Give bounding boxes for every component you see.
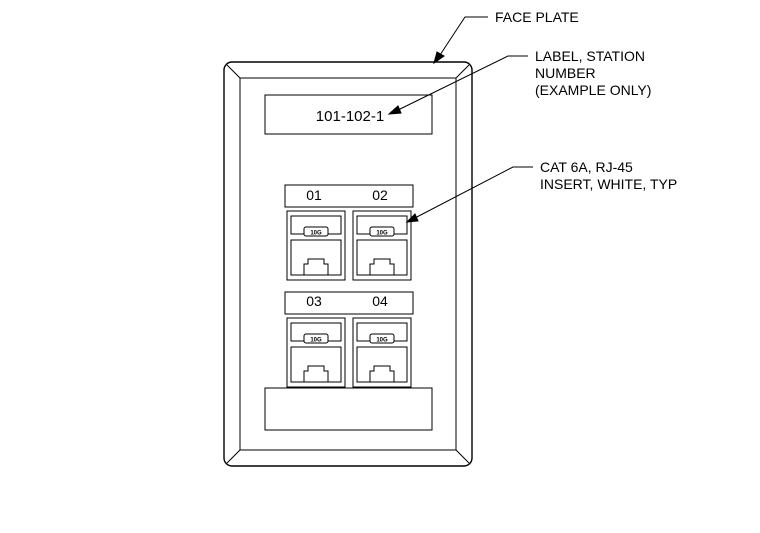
- face-plate-outer: [223, 61, 473, 467]
- rj45-jack-02: 10G: [352, 210, 412, 281]
- jack-badge-text: 10G: [310, 338, 322, 344]
- jack-badge: [303, 226, 329, 237]
- jack-frame: [352, 317, 412, 388]
- jack-frame: [286, 210, 346, 281]
- jack-plug-slot: [303, 258, 329, 275]
- callout-face-plate-text: FACE PLATE: [495, 9, 579, 25]
- jack-plug-slot: [369, 258, 395, 275]
- bevel-corner-tr: [455, 64, 470, 79]
- jack-plug-slot: [303, 365, 329, 382]
- jack-badge-text: 10G: [376, 231, 388, 237]
- callout-insert: CAT 6A, RJ-45 INSERT, WHITE, TYP: [405, 159, 677, 223]
- arrowhead-insert: [405, 213, 419, 223]
- station-label-text: 101-102-1: [316, 108, 384, 125]
- station-label-window: 101-102-1: [264, 94, 433, 135]
- face-plate: [223, 61, 473, 467]
- port-label-strip-bottom: 03 04: [284, 291, 414, 315]
- callout-station-label: LABEL, STATION NUMBER (EXAMPLE ONLY): [387, 48, 651, 115]
- bevel-corner-br: [455, 449, 470, 464]
- leader-line-station-label: [395, 55, 528, 112]
- rj45-jack-04: 10G: [352, 317, 412, 388]
- bevel-corner-bl: [226, 449, 241, 464]
- port-strip-top-box: [284, 184, 414, 208]
- port-number-04: 04: [372, 293, 388, 309]
- jack-port-opening: [356, 346, 408, 383]
- callout-label-line3: (EXAMPLE ONLY): [535, 82, 651, 98]
- port-label-strip-top: 01 02: [284, 184, 414, 208]
- port-strip-bottom-box: [284, 291, 414, 315]
- callout-insert-line1: CAT 6A, RJ-45: [540, 159, 633, 175]
- jack-badge: [303, 333, 329, 344]
- arrowhead-station-label: [387, 105, 402, 115]
- rj45-jack-03: 10G: [286, 317, 346, 388]
- port-number-03: 03: [306, 293, 322, 309]
- jack-badge: [369, 226, 395, 237]
- callout-insert-line2: INSERT, WHITE, TYP: [540, 176, 677, 192]
- leader-line-insert: [412, 166, 533, 220]
- leader-line-face-plate: [437, 16, 488, 59]
- jack-badge: [369, 333, 395, 344]
- jack-plug-slot: [369, 365, 395, 382]
- rj45-jack-01: 10G: [286, 210, 346, 281]
- bevel-corner-tl: [226, 64, 241, 79]
- jack-port-opening: [290, 346, 342, 383]
- callout-label-line1: LABEL, STATION: [535, 48, 645, 64]
- jack-port-opening: [356, 239, 408, 276]
- callout-face-plate: FACE PLATE: [433, 9, 579, 65]
- jack-port-opening: [290, 239, 342, 276]
- jack-badge-text: 10G: [310, 231, 322, 237]
- jack-frame: [286, 317, 346, 388]
- port-number-01: 01: [306, 187, 322, 203]
- face-plate-inner: [239, 77, 457, 451]
- jack-frame: [352, 210, 412, 281]
- port-number-02: 02: [372, 187, 388, 203]
- callout-label-line2: NUMBER: [535, 65, 596, 81]
- jack-badge-text: 10G: [376, 338, 388, 344]
- bottom-label-window: [264, 387, 433, 431]
- station-label-box: [264, 94, 433, 135]
- arrowhead-face-plate: [433, 51, 445, 65]
